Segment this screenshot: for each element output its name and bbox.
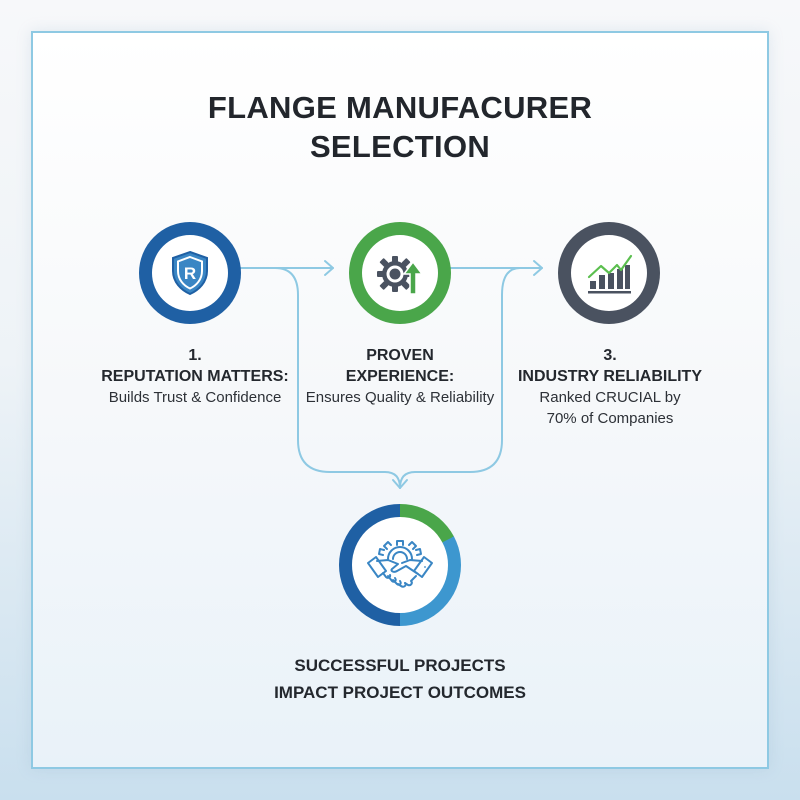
outcome-caption: SUCCESSFUL PROJECTS IMPACT PROJECT OUTCO… bbox=[240, 652, 560, 706]
svg-text:R: R bbox=[184, 264, 196, 283]
outcome-ring bbox=[339, 504, 461, 626]
step2-ring bbox=[349, 222, 451, 324]
page-title: FLANGE MANUFACURER SELECTION bbox=[0, 88, 800, 166]
shield-r-icon: R bbox=[172, 250, 208, 296]
step3-detail-line2: 70% of Companies bbox=[546, 410, 674, 427]
step1-detail: Builds Trust & Confidence bbox=[108, 389, 282, 406]
step2-heading-line2: EXPERIENCE: bbox=[345, 368, 455, 385]
step3-caption: 3. INDUSTRY RELIABILITY Ranked CRUCIAL b… bbox=[505, 345, 715, 429]
step2-caption: PROVEN EXPERIENCE: Ensures Quality & Rel… bbox=[295, 345, 505, 408]
step1-heading: REPUTATION MATTERS: bbox=[101, 368, 289, 385]
step3-heading: INDUSTRY RELIABILITY bbox=[517, 368, 702, 385]
title-line-2: SELECTION bbox=[309, 129, 491, 164]
step2-heading-line1: PROVEN bbox=[366, 347, 434, 364]
step1-caption: 1. REPUTATION MATTERS: Builds Trust & Co… bbox=[90, 345, 300, 408]
title-line-1: FLANGE MANUFACURER bbox=[207, 90, 593, 125]
handshake-gear-icon bbox=[367, 540, 433, 588]
step3-detail-line1: Ranked CRUCIAL by bbox=[539, 389, 681, 406]
gear-arrow-up-icon bbox=[377, 256, 424, 295]
bar-chart-check-icon bbox=[587, 254, 633, 294]
step3-number: 3. bbox=[603, 347, 617, 364]
outcome-line-1: SUCCESSFUL PROJECTS bbox=[294, 656, 506, 675]
step2-detail: Ensures Quality & Reliability bbox=[305, 389, 495, 406]
outcome-line-2: IMPACT PROJECT OUTCOMES bbox=[274, 683, 526, 702]
step1-ring: R bbox=[139, 222, 241, 324]
step1-number: 1. bbox=[188, 347, 202, 364]
step3-ring bbox=[558, 222, 660, 324]
